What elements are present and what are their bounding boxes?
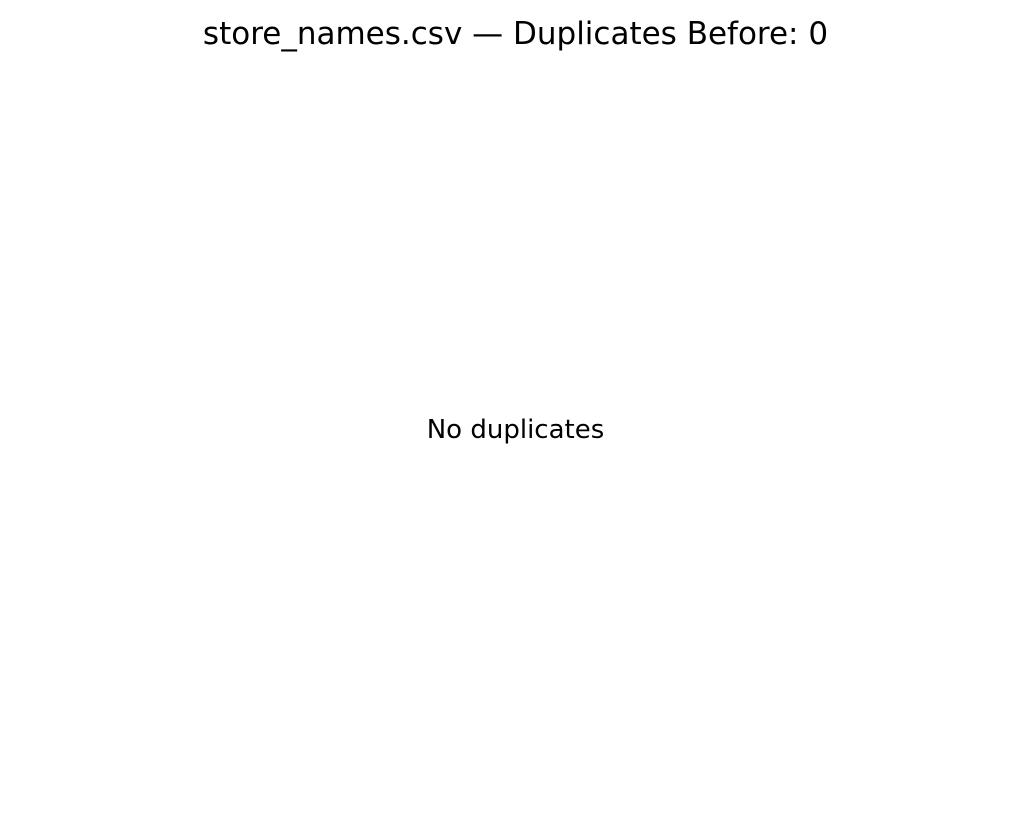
no-duplicates-message: No duplicates [426, 415, 605, 445]
chart-title: store_names.csv — Duplicates Before: 0 [202, 16, 829, 52]
